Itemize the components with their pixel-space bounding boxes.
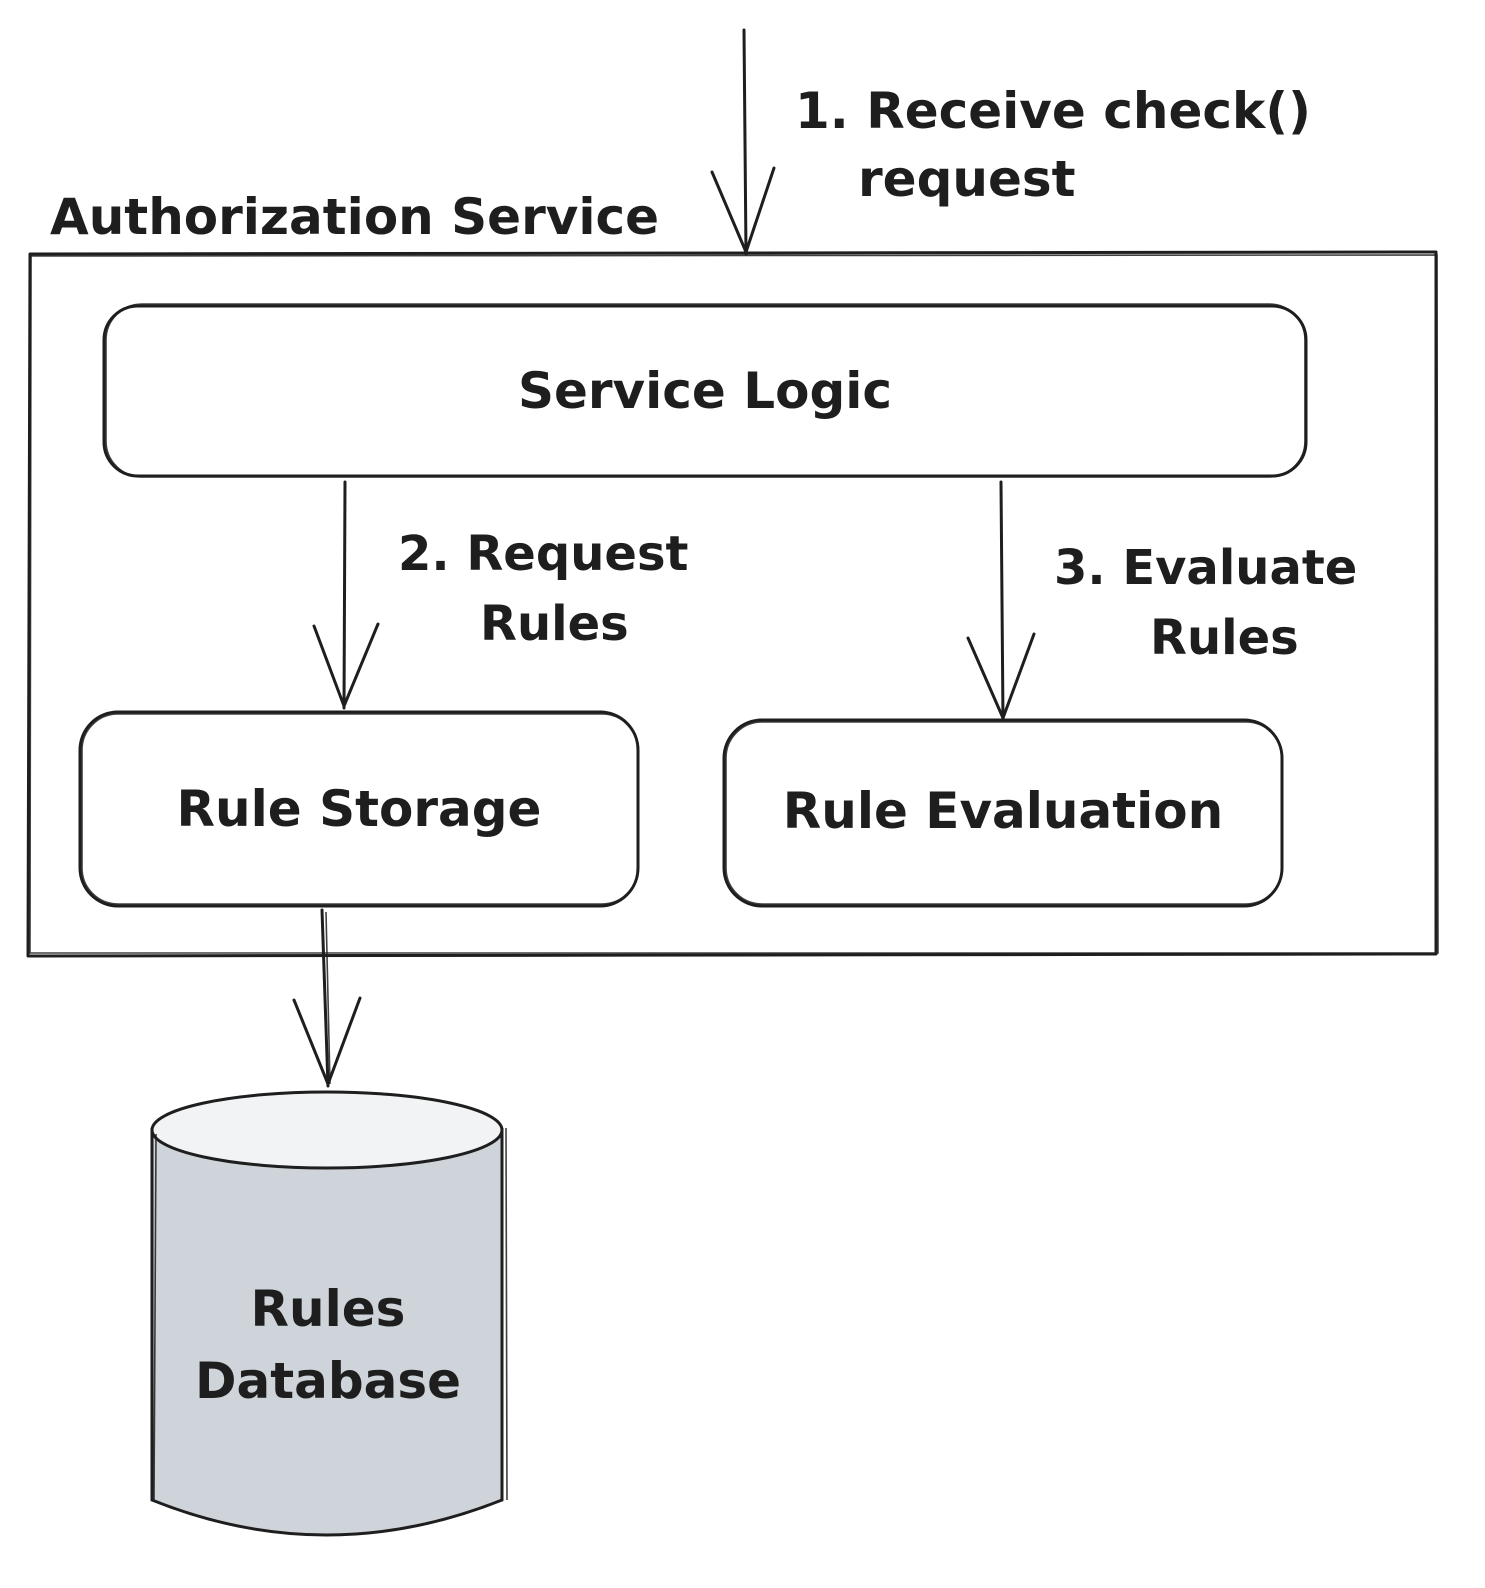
arrow-request-rules — [312, 480, 380, 710]
service-logic-label: Service Logic — [518, 362, 892, 420]
rule-evaluation-node: Rule Evaluation — [722, 718, 1284, 908]
step2-label-line1: 2. Request — [398, 526, 688, 582]
step1-label-line1: 1. Receive check() — [795, 82, 1311, 140]
step1-label-line2: request — [858, 150, 1076, 208]
rule-storage-label: Rule Storage — [177, 780, 542, 838]
step2-label-line2: Rules — [480, 596, 629, 652]
step3-label-line1: 3. Evaluate — [1054, 540, 1357, 596]
container-title: Authorization Service — [50, 188, 659, 246]
authorization-service-container — [26, 250, 1439, 958]
service-logic-node: Service Logic — [102, 303, 1308, 478]
rules-database-node: Rules Database — [150, 1090, 508, 1537]
arrow-storage-to-database — [292, 908, 362, 1088]
rule-evaluation-label: Rule Evaluation — [783, 782, 1224, 840]
arrow-incoming-request — [710, 28, 776, 256]
step3-label-line2: Rules — [1150, 610, 1299, 666]
rules-database-label-line1: Rules — [251, 1280, 406, 1338]
arrow-evaluate-rules — [966, 480, 1036, 722]
rule-storage-node: Rule Storage — [78, 710, 640, 908]
rules-database-label-line2: Database — [195, 1352, 461, 1410]
